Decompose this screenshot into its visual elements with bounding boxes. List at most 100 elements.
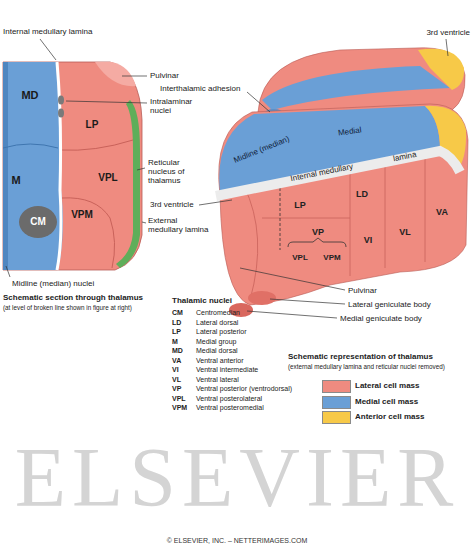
leader-line xyxy=(142,222,146,223)
leader-label: 3rd ventricle xyxy=(426,28,470,37)
nucleus-region: M xyxy=(9,173,22,188)
table-name: Ventral posteromedial xyxy=(196,404,264,412)
table-name: Ventral posterior (ventrodorsal) xyxy=(196,385,292,393)
medial-mass xyxy=(219,106,440,192)
nucleus-region: MD xyxy=(19,88,40,103)
table-abbreviation: VA xyxy=(172,357,181,365)
leader-line xyxy=(199,200,232,205)
table-abbreviation: CM xyxy=(172,309,183,317)
leader-line xyxy=(137,168,145,170)
nucleus-abbreviation: LP xyxy=(86,119,99,131)
leader-line xyxy=(40,39,56,60)
internal-medullary-lamina xyxy=(57,62,61,270)
table-name: Medial dorsal xyxy=(196,347,238,355)
anterior-mass xyxy=(418,49,464,90)
leader-line xyxy=(247,311,337,318)
figure-heading: Schematic section through thalamus xyxy=(3,293,143,302)
nucleus-region: VPM xyxy=(69,208,95,222)
nucleus-abbreviation: CM xyxy=(30,216,46,228)
vp-bracket xyxy=(288,238,346,247)
legend-text: Medial cell mass xyxy=(355,397,418,406)
table-name: Medial group xyxy=(196,338,236,346)
table-name: Centromedian xyxy=(196,309,240,317)
leader-line xyxy=(247,92,270,112)
table-abbreviation: LP xyxy=(172,328,181,336)
lateral-geniculate-body xyxy=(248,291,276,305)
watermark: ELSEVIER xyxy=(15,430,460,527)
table-abbreviation: VI xyxy=(172,366,179,374)
legend-row: Medial cell mass xyxy=(322,396,472,408)
nucleus-region: VPL xyxy=(96,171,119,185)
figure-heading: Schematic representation of thalamus xyxy=(288,352,433,361)
nucleus-boundary xyxy=(350,170,351,276)
nucleus-region: CM xyxy=(28,215,48,229)
table-abbreviation: VP xyxy=(172,385,181,393)
centromedian-nucleus xyxy=(19,206,57,238)
table-abbreviation: VL xyxy=(172,376,181,384)
nucleus-region: LP xyxy=(84,118,101,132)
intralaminar-nucleus xyxy=(58,109,64,118)
reticular-nucleus xyxy=(116,100,140,268)
leader-label: Medial geniculate body xyxy=(340,314,422,323)
table-abbreviation: M xyxy=(172,338,178,346)
nucleus-label: VL xyxy=(399,227,411,237)
nucleus-label: VPM xyxy=(323,253,340,262)
leader-label: 3rd ventricle xyxy=(150,200,194,209)
leader-label: Pulvinar xyxy=(348,286,377,295)
legend-row: Lateral cell mass xyxy=(322,380,472,392)
table-name: Ventral intermediate xyxy=(196,366,258,374)
leader-label: External medullary lamina xyxy=(148,216,214,234)
leader-line xyxy=(6,266,10,277)
nucleus-label: VA xyxy=(436,207,448,217)
nucleus-label: LD xyxy=(356,189,368,199)
legend-swatch xyxy=(322,411,351,424)
leader-line xyxy=(66,101,147,103)
leader-line xyxy=(270,299,345,304)
midline-nuclei xyxy=(3,62,8,270)
leader-label: Pulvinar xyxy=(150,71,179,80)
leader-line xyxy=(446,39,448,56)
lp-vpl-boundary xyxy=(60,140,133,150)
pulvinar-boundary xyxy=(244,186,258,300)
intralaminar-nucleus xyxy=(58,96,64,105)
nucleus-boundary xyxy=(262,218,350,219)
nucleus-abbreviation: MD xyxy=(21,89,38,102)
leader-label: Internal medullary lamina xyxy=(3,27,92,36)
nucleus-boundary xyxy=(385,165,386,268)
leader-label: Interthalamic adhesion xyxy=(160,84,241,93)
legend-row: Anterior cell mass xyxy=(322,411,472,423)
nucleus-label: VPL xyxy=(292,253,308,262)
copyright: © ELSEVIER, INC. – NETTERIMAGES.COM xyxy=(167,537,308,545)
legend-swatch xyxy=(322,380,351,393)
leader-line xyxy=(240,268,345,290)
pulvinar-section xyxy=(95,62,136,86)
nucleus-abbreviation: M xyxy=(11,174,20,187)
lateral-mass xyxy=(219,104,468,305)
nucleus-boundary xyxy=(425,156,426,262)
table-name: Ventral posterolateral xyxy=(196,395,262,403)
table-abbreviation: MD xyxy=(172,347,183,355)
md-m-boundary xyxy=(3,144,58,148)
nucleus-label: VP xyxy=(312,227,324,237)
table-name: Lateral posterior xyxy=(196,328,247,336)
table-name: Ventral lateral xyxy=(196,376,239,384)
section-level-line xyxy=(280,188,281,250)
figure-caption: (external medullary lamina and reticular… xyxy=(288,363,445,370)
legend-text: Anterior cell mass xyxy=(355,412,424,421)
leader-label: Intralaminar nuclei xyxy=(150,97,206,115)
table-abbreviation: VPM xyxy=(172,404,187,412)
leader-label: Lateral geniculate body xyxy=(348,300,431,309)
table-abbreviation: LD xyxy=(172,319,181,327)
table-name: Ventral anterior xyxy=(196,357,243,365)
legend-text: Lateral cell mass xyxy=(355,381,419,390)
lateral-mass-section xyxy=(3,62,142,270)
table-heading: Thalamic nuclei xyxy=(172,296,232,305)
nucleus-label: VI xyxy=(364,235,373,245)
medial-mass xyxy=(262,66,450,110)
vpl-vpm-boundary xyxy=(62,198,115,268)
leader-label: Midline (median) nuclei xyxy=(12,279,94,288)
table-abbreviation: VPL xyxy=(172,395,186,403)
nucleus-abbreviation: VPL xyxy=(98,172,117,184)
leader-label: Reticular nucleus of thalamus xyxy=(148,158,198,186)
nucleus-label: LP xyxy=(294,200,306,210)
